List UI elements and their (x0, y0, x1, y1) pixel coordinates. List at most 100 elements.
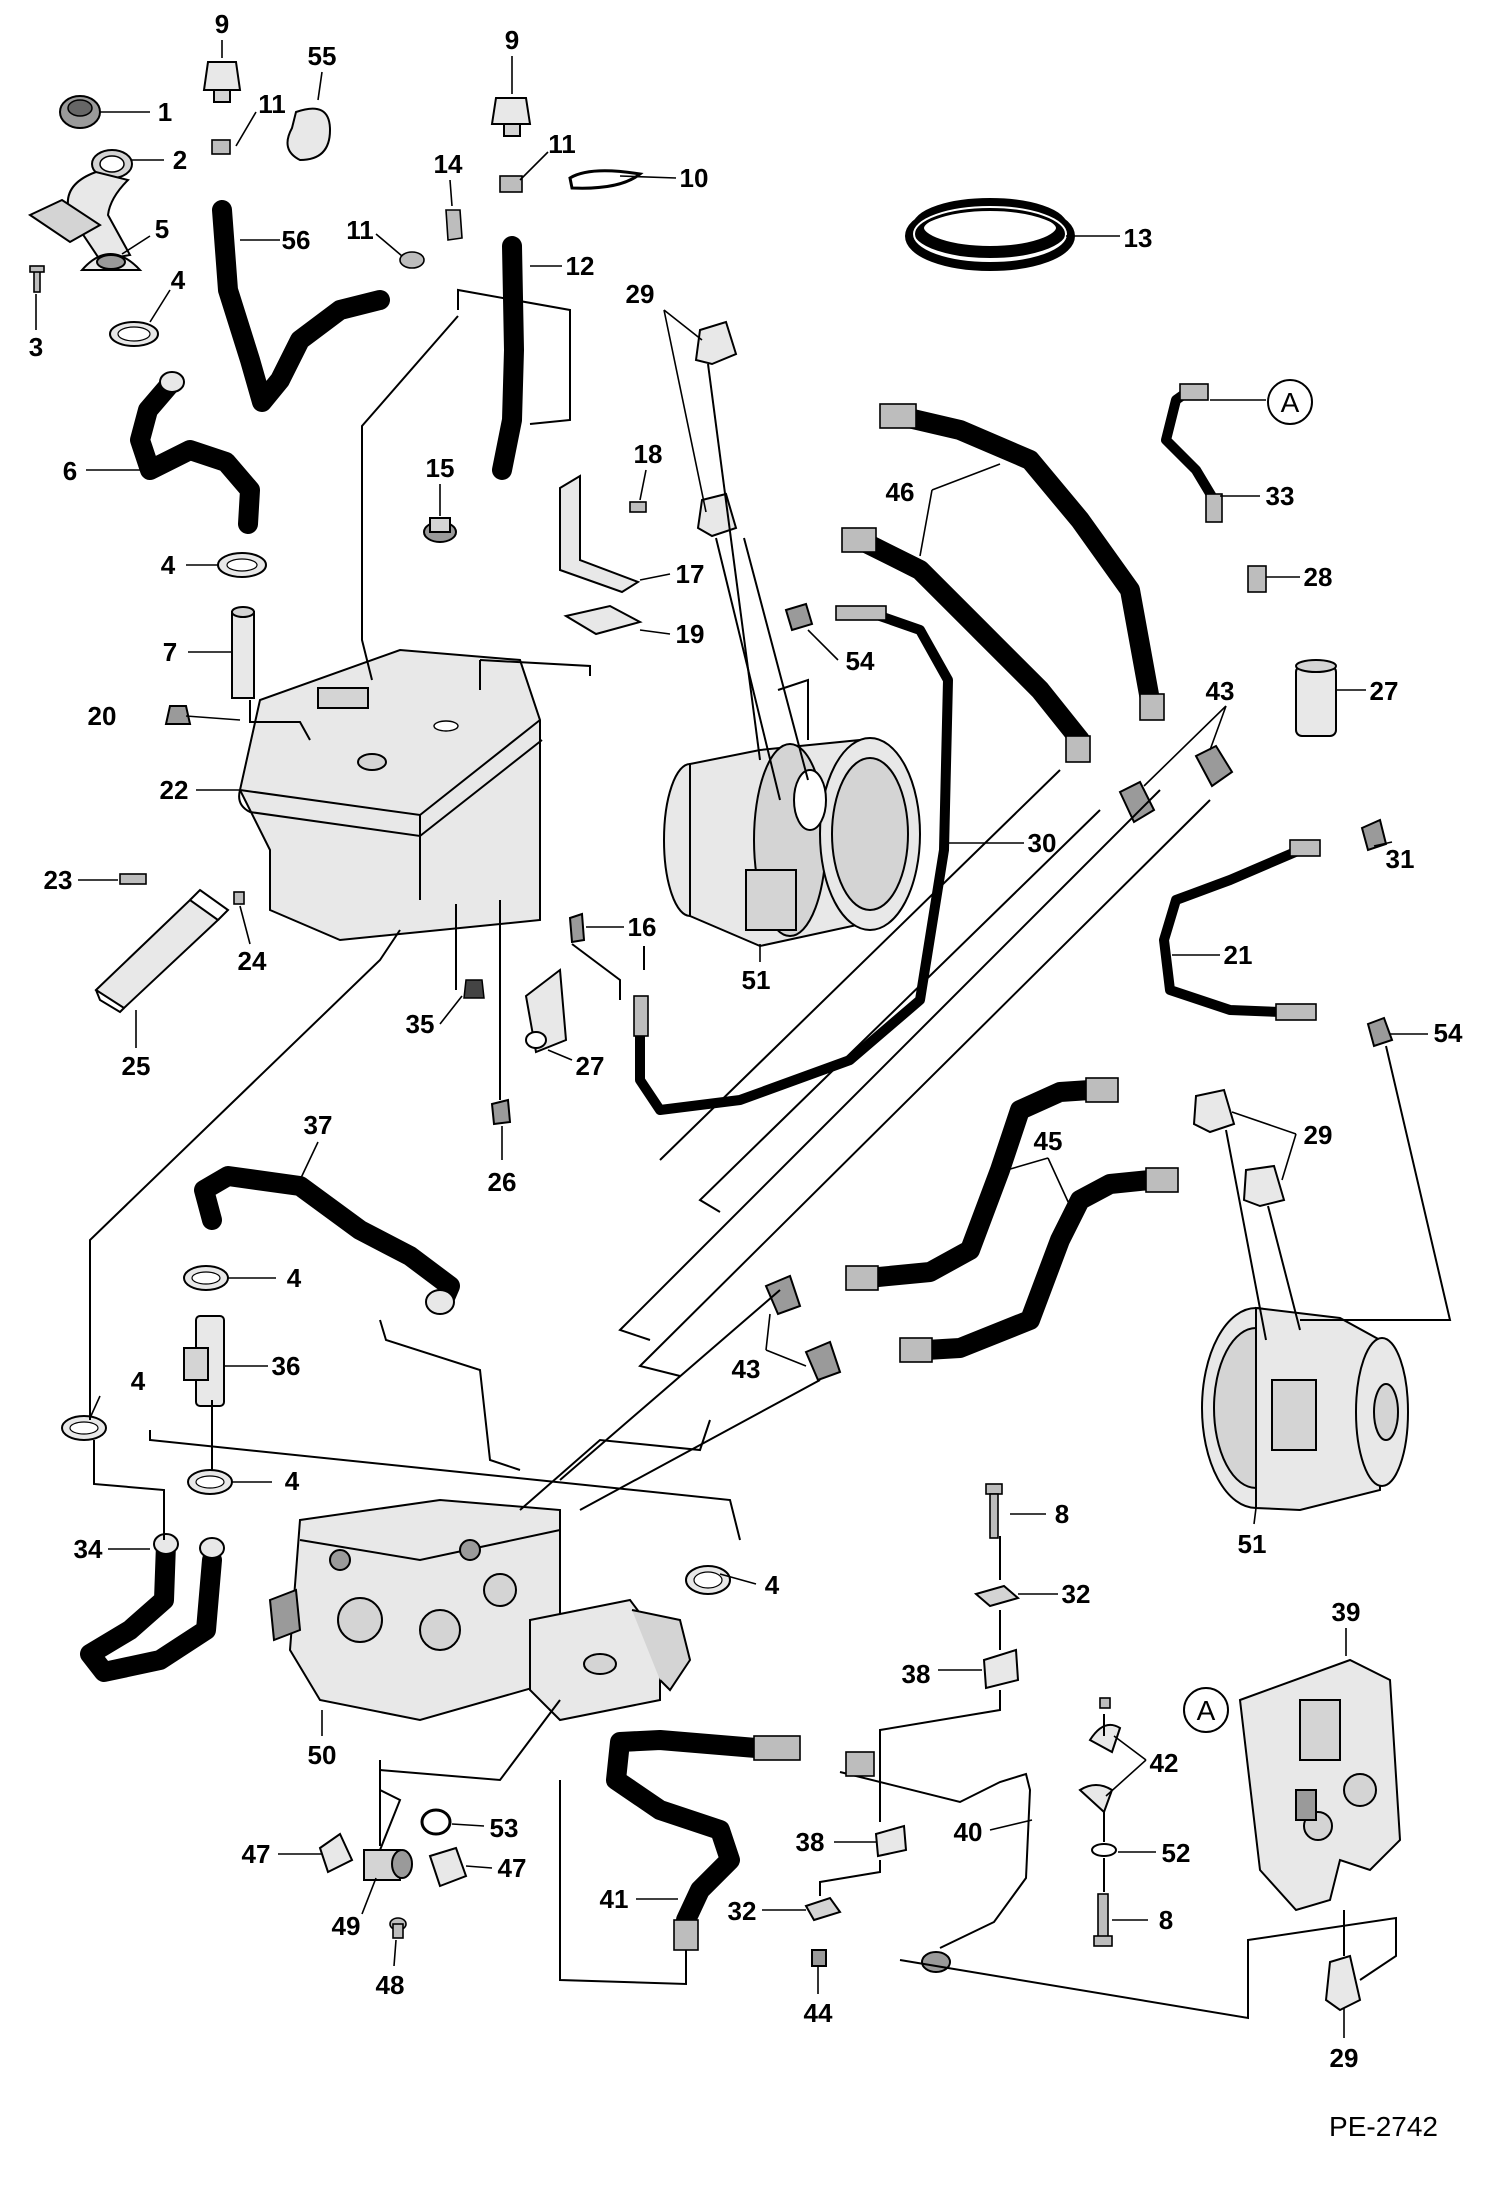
nut-44 (811, 1949, 827, 1967)
callout-3: 3 (29, 332, 43, 362)
leader-lines (35, 40, 1428, 2038)
callout-13: 13 (1124, 223, 1153, 253)
callout-34: 34 (74, 1534, 103, 1564)
hose-clamp-36-lower (187, 1469, 233, 1495)
callout-19: 19 (676, 619, 705, 649)
cable-tie (568, 169, 644, 190)
fitting-29-bottom (1324, 1954, 1362, 2012)
callout-2: 2 (173, 145, 187, 175)
plate-32-lower (804, 1896, 842, 1922)
callout-54: 54 (1434, 1018, 1463, 1048)
hose-clamp (109, 321, 159, 347)
flange-fitting-49 (363, 1849, 413, 1881)
vent-hose-left (212, 200, 390, 412)
callout-29: 29 (1304, 1120, 1333, 1150)
callout-32: 32 (1062, 1579, 1091, 1609)
clamp-band (286, 107, 332, 162)
bolt-8-lower (1093, 1893, 1113, 1947)
drive-motor-lower (1201, 1306, 1409, 1512)
pressure-hose-41 (606, 1730, 801, 1951)
callout-45: 45 (1034, 1126, 1063, 1156)
callout-24: 24 (238, 946, 267, 976)
callout-4: 4 (765, 1570, 780, 1600)
filler-cap (59, 95, 101, 129)
callout-10: 10 (680, 163, 709, 193)
pad (563, 604, 643, 636)
elbow-29-right-a (1192, 1088, 1236, 1134)
filter-27-upper (1295, 659, 1337, 737)
reference-letter-a-bottom: A (1197, 1695, 1216, 1726)
callout-29: 29 (626, 279, 655, 309)
hydraulic-tank (238, 648, 543, 942)
steel-line-33 (1161, 383, 1223, 523)
hose-clamp-34 (61, 1415, 107, 1441)
callout-42: 42 (1150, 1748, 1179, 1778)
callout-9: 9 (505, 25, 519, 55)
callout-36: 36 (272, 1351, 301, 1381)
nut (233, 891, 245, 905)
hydraulic-hose-45b (899, 1167, 1179, 1363)
elbow-29-top (694, 320, 738, 366)
hydraulic-hose-46b (841, 527, 1091, 763)
callout-46: 46 (886, 477, 915, 507)
washer-52 (1091, 1843, 1117, 1857)
callout-33: 33 (1266, 481, 1295, 511)
callout-50: 50 (308, 1740, 337, 1770)
hose-21 (1159, 839, 1321, 1021)
callout-41: 41 (600, 1884, 629, 1914)
breather-cap-left (202, 61, 242, 103)
clamp-38-lower (874, 1824, 908, 1858)
reference-letter-a-top: A (1281, 387, 1300, 418)
drain-plug (164, 705, 192, 725)
callout-22: 22 (160, 775, 189, 805)
breather-cap-right (490, 97, 532, 137)
callout-47: 47 (498, 1853, 527, 1883)
callout-44: 44 (804, 1998, 833, 2028)
bolt-48 (389, 1917, 407, 1939)
hose-clamp-lower (217, 552, 267, 578)
hose-clamp-pump (685, 1565, 731, 1595)
callout-28: 28 (1304, 562, 1333, 592)
reference-circle-a-top (1267, 379, 1313, 425)
vent-hose-right (492, 236, 524, 480)
routing-lines (89, 288, 1452, 2020)
fitting-54-lower (1366, 1016, 1394, 1048)
callout-8: 8 (1159, 1905, 1173, 1935)
elbow-43-c (764, 1274, 802, 1316)
callout-17: 17 (676, 559, 705, 589)
callout-11: 11 (346, 215, 374, 245)
clamp-halves-42 (1078, 1697, 1122, 1814)
steel-line-40 (835, 1751, 1045, 1973)
filler-hose (130, 371, 260, 534)
callout-37: 37 (304, 1110, 333, 1140)
callout-49: 49 (332, 1911, 361, 1941)
callout-5: 5 (155, 214, 169, 244)
filler-neck (27, 149, 133, 262)
callout-4: 4 (161, 550, 176, 580)
callout-12: 12 (566, 251, 595, 281)
elbow-43-b (1118, 780, 1156, 824)
elbow-fitting-top (445, 209, 463, 241)
callout-53: 53 (490, 1813, 519, 1843)
bolt-8-upper (985, 1483, 1003, 1539)
callout-38: 38 (902, 1659, 931, 1689)
callout-25: 25 (122, 1051, 151, 1081)
callout-8: 8 (1055, 1499, 1069, 1529)
o-ring-53 (420, 1808, 452, 1836)
callout-26: 26 (488, 1167, 517, 1197)
hose-clamp-37 (183, 1265, 229, 1291)
plate-32-upper (973, 1584, 1021, 1608)
callout-35: 35 (406, 1009, 435, 1039)
tank-mounting-bracket (94, 888, 230, 1014)
callout-11: 11 (548, 129, 576, 159)
callout-11: 11 (258, 89, 286, 119)
clamp-small-right (499, 175, 523, 193)
bolt (119, 873, 147, 885)
callout-27: 27 (1370, 676, 1399, 706)
drive-motor-upper (663, 737, 921, 948)
elbow-29-right-b (1242, 1164, 1286, 1208)
callout-51: 51 (1238, 1529, 1267, 1559)
elbow-43-a (1194, 744, 1234, 788)
